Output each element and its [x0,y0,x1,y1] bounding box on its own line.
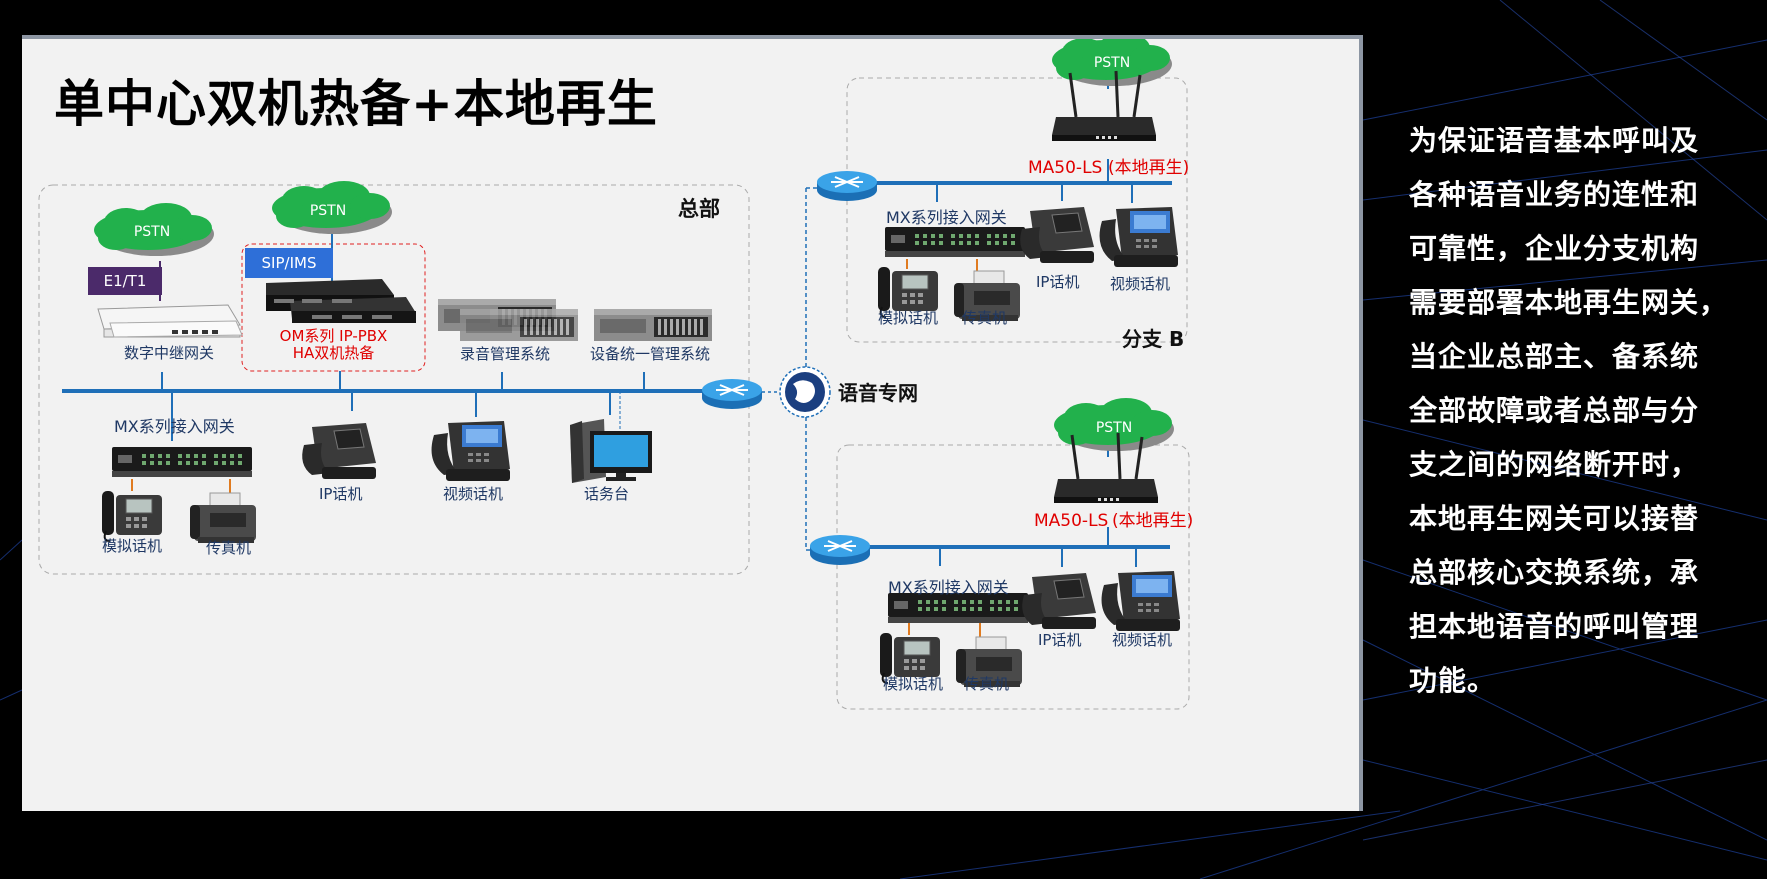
hq-area-label: 总部 [678,197,720,221]
pstn-label-branch-b: PSTN [1093,55,1131,71]
video-phone-branch-c-icon [1101,571,1180,631]
pstn-label-branch-c: PSTN [1095,420,1133,436]
fax-hq-label: 传真机 [206,539,252,557]
ma50-branch-b-note: (本地再生) [1108,158,1190,178]
description-line: 支之间的网络断开时， [1409,448,1700,481]
ip-phone-branch-b-icon [1019,206,1095,264]
branch-c-area-border [836,444,1190,710]
ippbx-label-line1: OM系列 IP-PBX [279,327,388,345]
branch-c-router-icon [809,534,871,566]
description-line: 总部核心交换系统，承 [1409,556,1700,589]
ip-phone-branch-c-icon [1021,572,1097,630]
device-mgmt-system-label: 设备统一管理系统 [590,345,711,363]
description-line: 担本地语音的呼叫管理 [1409,610,1700,643]
ma50-branch-b-model: MA50-LS [1028,158,1103,178]
video-phone-branch-b-label: 视频话机 [1110,275,1171,293]
pstn-label-hq-left: PSTN [133,224,171,240]
description-line: 为保证语音基本呼叫及 [1409,124,1700,157]
mx-gateway-branch-c-label: MX系列接入网关 [888,578,1009,597]
network-diagram [38,39,1190,710]
ip-phone-hq-icon [301,422,377,480]
voice-network-label: 语音专网 [838,381,918,405]
branch-b-router-icon [816,170,878,202]
device-mgmt-server-icon [594,309,712,341]
description-line: 需要部署本地再生网关， [1409,286,1729,319]
branch-b-area-border [846,77,1188,343]
mx-gateway-branch-b-label: MX系列接入网关 [886,208,1007,227]
video-phone-branch-b-icon [1099,207,1178,267]
mx-gateway-hq-label: MX系列接入网关 [114,417,235,436]
ip-phone-branch-c-label: IP话机 [1038,631,1082,649]
e1t1-badge: E1/T1 [88,267,162,295]
fax-hq-icon [189,492,257,544]
trunk-gateway-label: 数字中继网关 [124,344,215,362]
trunk-gateway-device [97,304,243,338]
description-line: 各种语音业务的连性和 [1409,178,1700,211]
ip-pbx-device [266,279,416,323]
description-text: 为保证语音基本呼叫及 各种语音业务的连性和 可靠性，企业分支机构 需要部署本地再… [1409,114,1749,708]
recording-system-label: 录音管理系统 [460,345,551,363]
ip-phone-hq-label: IP话机 [319,485,363,503]
ip-phone-branch-b-label: IP话机 [1036,273,1080,291]
analog-phone-branch-c-label: 模拟话机 [883,675,944,693]
description-line: 全部故障或者总部与分 [1409,394,1700,427]
video-phone-hq-icon [431,421,510,481]
fax-branch-c-label: 传真机 [964,675,1010,693]
mx-gateway-branch-b-device [885,227,1025,257]
analog-phone-branch-b-label: 模拟话机 [878,309,939,327]
description-line: 功能。 [1409,664,1497,697]
analog-phone-hq-icon [101,490,163,542]
video-phone-hq-label: 视频话机 [443,485,504,503]
description-line: 可靠性，企业分支机构 [1409,232,1700,265]
console-pc-icon [570,419,652,483]
mx-gateway-hq-device [112,447,252,477]
console-label: 话务台 [584,485,630,503]
video-phone-branch-c-label: 视频话机 [1112,631,1173,649]
ma50-branch-c-model: MA50-LS [1034,511,1109,531]
hq-area-border [38,184,750,575]
mx-gateway-branch-c-device [888,593,1028,623]
description-line: 本地再生网关可以接替 [1409,502,1700,535]
analog-phone-hq-label: 模拟话机 [102,537,163,555]
page-title: 单中心双机热备+本地再生 [54,75,658,133]
fax-branch-b-label: 传真机 [962,309,1008,327]
ha-group-border [241,243,426,372]
branch-b-area-label: 分支 B [1122,327,1185,351]
ippbx-label-line2: HA双机热备 [292,344,375,362]
sip-ims-badge: SIP/IMS [245,248,333,278]
diagram-panel: 单中心双机热备+本地再生 总部 PSTN E1/T1 数字中继网关 PSTN S… [22,35,1363,811]
hq-router-icon [701,378,763,410]
pstn-label-hq-center: PSTN [309,203,347,219]
description-line: 当企业总部主、备系统 [1409,340,1700,373]
ma50-branch-c-note: (本地再生) [1112,511,1194,531]
